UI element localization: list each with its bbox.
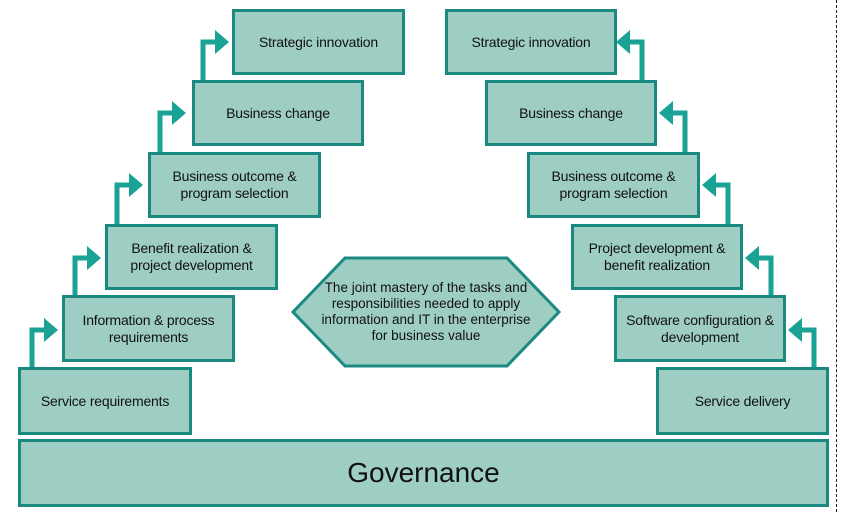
left-step-information-process: Information & process requirements [62, 295, 235, 362]
step-arrow-icon [200, 39, 215, 82]
right-step-project-development: Project development & benefit realizatio… [571, 224, 743, 290]
step-arrow-icon [673, 110, 688, 153]
governance-base: Governance [18, 439, 829, 507]
step-arrow-icon [157, 110, 172, 153]
center-hexagon [290, 256, 562, 368]
left-step-service-requirements: Service requirements [18, 367, 192, 435]
right-step-service-delivery: Service delivery [656, 367, 829, 435]
right-step-software-configuration: Software configuration & development [614, 295, 786, 362]
center-statement: The joint mastery of the tasks and respo… [321, 280, 531, 343]
left-step-benefit-realization: Benefit realization & project developmen… [105, 224, 278, 290]
left-step-business-change: Business change [192, 80, 364, 146]
dashed-divider [836, 0, 837, 512]
step-arrow-icon [788, 318, 802, 342]
step-arrow-icon [616, 30, 630, 54]
left-step-business-outcome: Business outcome & program selection [148, 152, 321, 218]
step-arrow-icon [215, 30, 229, 54]
step-arrow-icon [87, 246, 101, 270]
right-step-business-change: Business change [485, 80, 657, 146]
step-arrow-icon [72, 255, 87, 298]
step-arrow-icon [716, 182, 731, 225]
left-step-strategic-innovation: Strategic innovation [232, 9, 405, 75]
step-arrow-icon [630, 39, 645, 82]
step-arrow-icon [44, 318, 58, 342]
step-arrow-icon [29, 327, 44, 370]
step-arrow-icon [702, 173, 716, 197]
step-arrow-icon [129, 173, 143, 197]
step-arrow-icon [114, 182, 129, 225]
step-arrow-icon [659, 101, 673, 125]
step-arrow-icon [745, 246, 759, 270]
step-arrow-icon [802, 327, 817, 370]
right-step-strategic-innovation: Strategic innovation [445, 9, 617, 75]
step-arrow-icon [172, 101, 186, 125]
step-arrow-icon [759, 255, 774, 298]
right-step-business-outcome: Business outcome & program selection [527, 152, 700, 218]
